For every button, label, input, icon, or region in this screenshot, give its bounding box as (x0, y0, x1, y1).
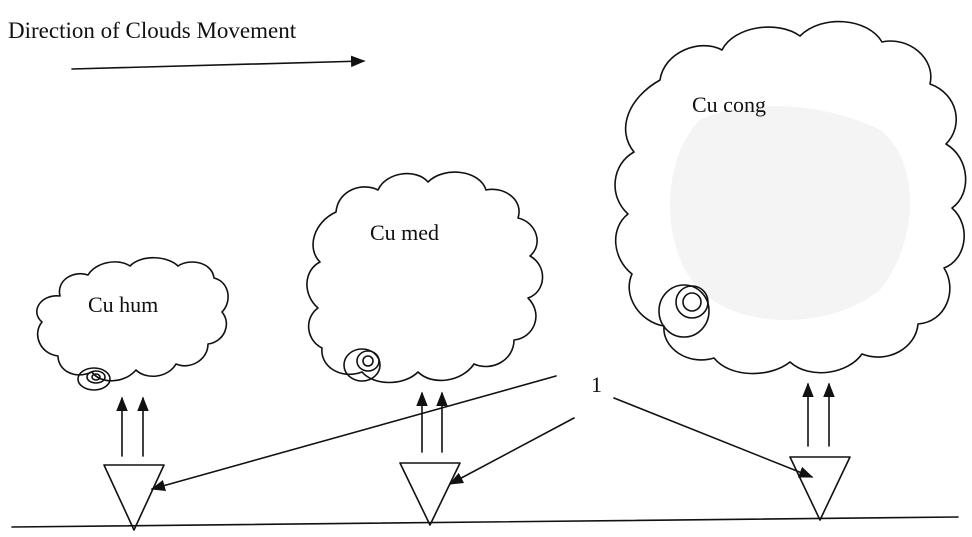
cloud-cu-cong: Cu cong (614, 20, 967, 375)
updraft-arrows-3 (802, 382, 835, 447)
ground-station-1 (103, 464, 165, 531)
swirl-icon (658, 284, 710, 338)
cloud-cu-hum: Cu hum (36, 256, 229, 391)
swirl-icon (343, 348, 381, 382)
ground-line (11, 516, 959, 528)
cloud-texture (670, 106, 910, 320)
updraft-arrows-1 (116, 396, 149, 457)
pointer-arrow-to-station-1 (150, 375, 557, 492)
cloud-label-cu-med: Cu med (370, 220, 439, 245)
cloud-label-cu-hum: Cu hum (88, 292, 158, 317)
pointer-arrow-to-station-3 (613, 397, 814, 478)
cloud-outline (306, 171, 544, 384)
pointer-arrow-to-station-2 (448, 417, 575, 485)
cloud-outline (36, 256, 229, 382)
direction-arrow (71, 55, 366, 70)
cloud-cu-med: Cu med (306, 171, 544, 384)
cloud-label-cu-cong: Cu cong (692, 92, 766, 117)
ground-station-2 (399, 462, 461, 526)
pointer-label: 1 (591, 372, 602, 397)
diagram-title: Direction of Clouds Movement (8, 18, 297, 43)
swirl-icon (77, 367, 111, 391)
updraft-arrows-2 (416, 391, 448, 453)
ground-station-3 (789, 456, 851, 521)
